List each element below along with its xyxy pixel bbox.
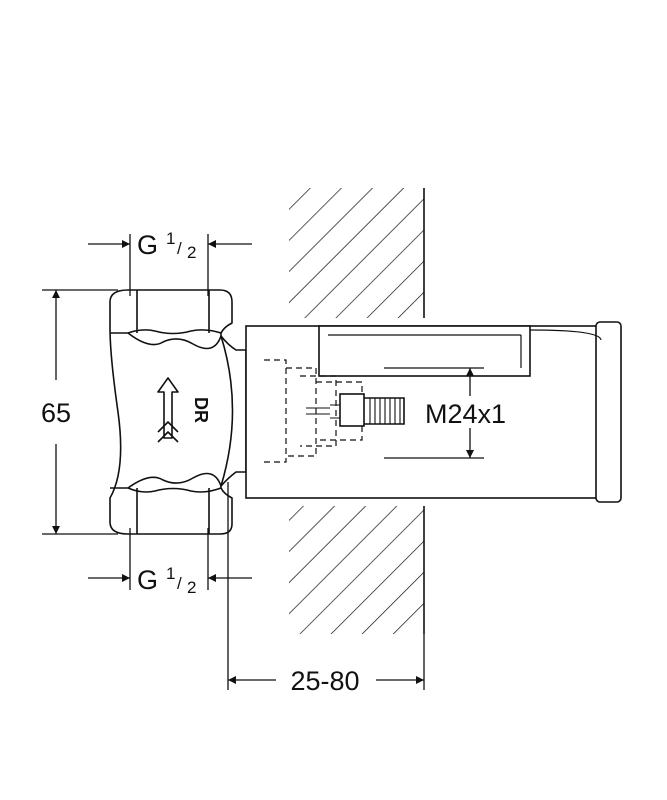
wall-upper [289, 188, 425, 318]
dimension-wall-depth [227, 482, 425, 690]
flow-mark-label: DR [191, 397, 211, 423]
valve-body [109, 289, 247, 535]
thread-bottom-numerator: 1 [166, 564, 175, 583]
flow-direction-arrow [157, 377, 179, 443]
thread-bottom-denominator: 2 [187, 578, 196, 597]
thread-top-g: G [137, 230, 158, 260]
dimension-height [42, 289, 118, 535]
thread-top-slash: / [177, 239, 182, 258]
spindle-thread-label: M24x1 [425, 399, 506, 429]
thread-top-numerator: 1 [166, 229, 175, 248]
thread-bottom-g: G [137, 565, 158, 595]
cartridge-housing [245, 321, 622, 503]
dimension-thread-top [88, 234, 252, 296]
thread-bottom-slash: / [177, 574, 182, 593]
dimension-spindle-thread [384, 367, 484, 459]
dimension-thread-bottom [88, 528, 252, 590]
thread-top-denominator: 2 [187, 243, 196, 262]
wall-depth-label: 25-80 [290, 666, 359, 696]
height-label: 65 [41, 398, 71, 428]
wall-lower [289, 506, 425, 634]
